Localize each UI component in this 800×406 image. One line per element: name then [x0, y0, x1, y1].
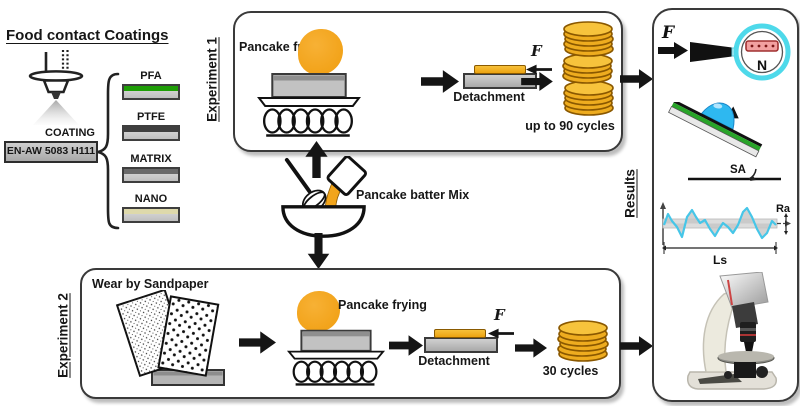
detachment-substrate: [424, 337, 498, 353]
experiment1-force-label: F: [531, 42, 542, 60]
experiment1-detachment-label: Detachment: [453, 90, 525, 104]
ptfe-coating-stripe: [124, 127, 178, 132]
experiment2-detachment-label: Detachment: [418, 354, 490, 368]
sample-label-pfa: PFA: [140, 70, 162, 82]
experiment1-label: Experiment 1: [204, 37, 220, 122]
matrix-coating-stripe: [124, 169, 178, 174]
arrow-down-icon: [307, 233, 330, 269]
frying-station-icon: [286, 329, 386, 386]
substrate-alloy-box: EN-AW 5083 H111: [4, 141, 98, 163]
experiment2-label: Experiment 2: [55, 293, 71, 378]
sample-label-ptfe: PTFE: [136, 111, 166, 123]
results-force-label: F: [661, 23, 676, 43]
roughness-ls-label: Ls: [713, 253, 727, 267]
sample-matrix: [122, 167, 180, 183]
frying-station-icon: [257, 73, 361, 137]
microscope-icon: [686, 272, 777, 390]
gauge-unit-label: N: [757, 57, 767, 73]
pfa-coating-stripe: [124, 86, 178, 91]
sandpaper-icon: [115, 290, 225, 386]
brace-icon: [97, 72, 120, 230]
sample-nano: [122, 207, 180, 223]
flow-arrow-icon: [620, 334, 653, 358]
pancake-batter-blob: [297, 291, 340, 332]
roughness-profile-icon: Ra Ls: [660, 202, 791, 267]
experiment2-wear-label: Wear by Sandpaper: [92, 277, 209, 291]
sample-pfa: [122, 84, 180, 100]
coating-label: COATING: [45, 127, 95, 139]
force-gauge-icon: F N: [658, 23, 791, 81]
detachment-pancake: [434, 329, 486, 338]
roughness-ra-label: Ra: [776, 203, 791, 215]
flow-arrow-icon: [515, 338, 547, 358]
results-label: Results: [622, 169, 638, 218]
flow-arrow-icon: [239, 331, 276, 354]
force-arrow-icon: [486, 327, 516, 340]
experiment2-cycles-label: 30 cycles: [542, 364, 599, 378]
batter-mix-label: Pancake batter Mix: [356, 188, 470, 202]
sample-label-nano: NANO: [134, 193, 168, 205]
pancake-batter-blob: [298, 29, 343, 75]
experiment2-frying-label: Pancake frying: [338, 298, 427, 312]
sliding-angle-label: SA: [730, 164, 746, 176]
experiment2-force-label: F: [494, 306, 505, 324]
flow-arrow-icon: [620, 67, 653, 91]
experiment1-cycles-label: up to 90 cycles: [525, 119, 615, 133]
spray-gun-icon: [28, 50, 84, 125]
flow-arrow-icon: [521, 72, 553, 91]
sliding-angle-icon: SA: [668, 102, 781, 181]
pancake-stack-icon: [562, 21, 614, 116]
detachment-pancake: [474, 65, 526, 74]
sample-ptfe: [122, 125, 180, 141]
section-title: Food contact Coatings: [6, 27, 169, 44]
nano-coating-stripe: [124, 209, 178, 214]
batter-bowl-icon: [281, 156, 367, 238]
pancake-stack-small-icon: [557, 320, 609, 362]
sample-label-matrix: MATRIX: [130, 153, 172, 165]
